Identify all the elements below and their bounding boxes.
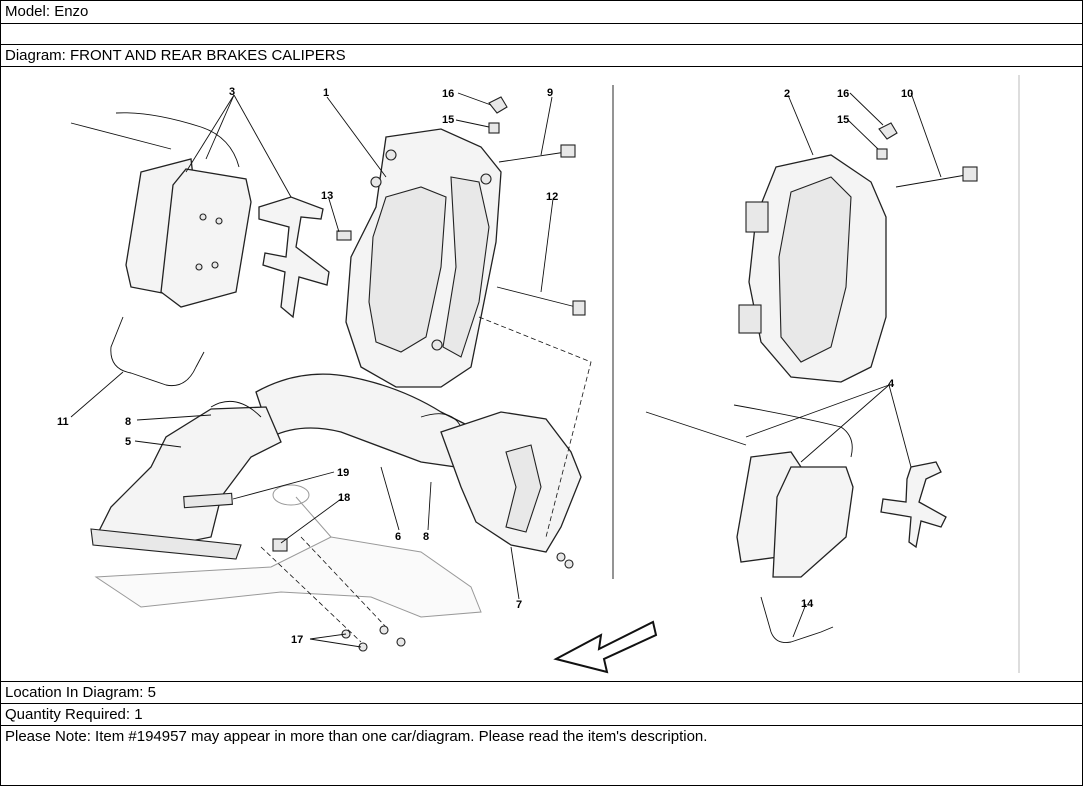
- callout-15-front: 15: [442, 114, 454, 126]
- callout-8-left: 8: [125, 416, 131, 428]
- rear-brake-pads: [645, 404, 947, 578]
- location-row: Location In Diagram: 5: [1, 682, 1082, 704]
- rear-brake-pipe: [760, 596, 834, 643]
- suspension-arm: [94, 484, 482, 618]
- callout-6: 6: [395, 531, 401, 543]
- front-pad-spring: [258, 196, 330, 319]
- front-brake-pads: [70, 112, 252, 308]
- front-brake-pipe: [110, 316, 205, 387]
- callout-10: 10: [901, 88, 913, 100]
- callout-15-rear: 15: [837, 114, 849, 126]
- callout-11: 11: [57, 416, 69, 428]
- callout-2: 2: [784, 88, 790, 100]
- exploded-diagram: 3 1 16 15 9 12 13 11 8 5 19 18 6 8 7 17 …: [1, 67, 1082, 682]
- callout-5: 5: [125, 436, 131, 448]
- callout-18: 18: [338, 492, 350, 504]
- callout-19: 19: [337, 467, 349, 479]
- duct-caliper-bracket: [440, 411, 582, 569]
- callout-14: 14: [801, 598, 814, 610]
- direction-arrow: [553, 620, 658, 674]
- callout-16-rear: 16: [837, 88, 849, 100]
- blank-row: [1, 24, 1082, 45]
- rear-caliper: [738, 122, 978, 383]
- front-bolts: [336, 96, 586, 316]
- diagram-drawing: 3 1 16 15 9 12 13 11 8 5 19 18 6 8 7 17 …: [57, 75, 1020, 674]
- model-row: Model: Enzo: [1, 1, 1082, 24]
- callout-16-front: 16: [442, 88, 454, 100]
- callout-12: 12: [546, 191, 558, 203]
- note-row: Please Note: Item #194957 may appear in …: [5, 728, 708, 745]
- callout-13: 13: [321, 190, 333, 202]
- diagram-title-row: Diagram: FRONT AND REAR BRAKES CALIPERS: [1, 45, 1082, 67]
- quantity-row: Quantity Required: 1: [1, 704, 1082, 726]
- callout-4: 4: [888, 378, 895, 390]
- callout-7: 7: [516, 599, 522, 611]
- callout-17: 17: [291, 634, 303, 646]
- front-caliper: [345, 128, 502, 388]
- callout-numbers: 3 1 16 15 9 12 13 11 8 5 19 18 6 8 7 17 …: [57, 86, 913, 646]
- leader-lines: [70, 92, 942, 648]
- cooling-duct: [90, 373, 472, 560]
- callout-1: 1: [323, 87, 329, 99]
- callout-3: 3: [229, 86, 235, 98]
- callout-9: 9: [547, 87, 553, 99]
- callout-8-right: 8: [423, 531, 429, 543]
